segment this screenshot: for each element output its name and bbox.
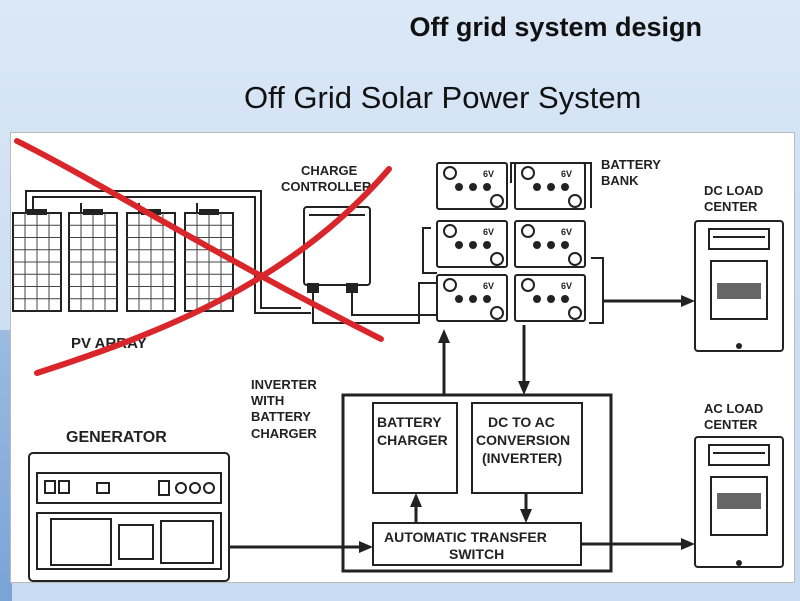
battery-voltage-label: 6V (483, 227, 494, 237)
battery-bank-label-1: BATTERY (601, 157, 661, 172)
dc-to-ac-label-1: DC TO AC (488, 414, 555, 430)
battery-charger-label-2: CHARGER (377, 432, 448, 448)
battery-charger-label-1: BATTERY (377, 414, 442, 430)
inverter-label-1: INVERTER (251, 377, 317, 392)
page-title: Off grid system design (409, 12, 702, 42)
dc-load-center-label-2: CENTER (704, 199, 758, 214)
battery-voltage-label: 6V (561, 169, 572, 179)
generator: GENERATOR (28, 429, 373, 582)
solar-system-diagram: PV ARRAY CHARGE CONTROLLER BATTERY BANK … (12, 138, 784, 582)
pv-array: PV ARRAY (12, 190, 311, 352)
battery-voltage-label: 6V (483, 169, 494, 179)
dc-to-ac-label-2: CONVERSION (476, 432, 570, 448)
battery-voltage-label: 6V (561, 227, 572, 237)
battery-voltage-label: 6V (483, 281, 494, 291)
pv-panel (12, 209, 62, 312)
pv-panel (184, 209, 234, 312)
battery-bank-label-2: BANK (601, 173, 639, 188)
cross-out-mark (14, 138, 392, 376)
diagram-subtitle: Off Grid Solar Power System (244, 80, 642, 115)
battery-voltage-label: 6V (561, 281, 572, 291)
transfer-switch-label-1: AUTOMATIC TRANSFER (384, 529, 547, 545)
background-accent (0, 330, 12, 601)
pv-panel (126, 209, 176, 312)
dc-load-center-label-1: DC LOAD (704, 183, 763, 198)
battery: 6V (514, 220, 586, 268)
charge-controller: CHARGE CONTROLLER (281, 163, 437, 324)
dc-load-center: DC LOAD CENTER (603, 183, 784, 352)
battery-bank: BATTERY BANK 6V 6V 6V 6V 6V 6V (422, 157, 661, 324)
charge-controller-label-2: CONTROLLER (281, 179, 372, 194)
diagram-panel: PV ARRAY CHARGE CONTROLLER BATTERY BANK … (10, 132, 795, 583)
battery: 6V (514, 274, 586, 322)
battery: 6V (436, 220, 508, 268)
ac-load-center: AC LOAD CENTER (581, 401, 784, 568)
inverter-label-4: CHARGER (251, 426, 317, 441)
ac-load-center-label-2: CENTER (704, 417, 758, 432)
dc-to-ac-label-3: (INVERTER) (482, 450, 562, 466)
battery: 6V (514, 162, 586, 210)
ac-load-center-label-1: AC LOAD (704, 401, 763, 416)
pv-panel (68, 209, 118, 312)
battery: 6V (436, 274, 508, 322)
charge-controller-label-1: CHARGE (301, 163, 358, 178)
inverter-label-2: WITH (251, 393, 284, 408)
inverter-system: INVERTER WITH BATTERY CHARGER BATTERY CH… (251, 325, 613, 573)
generator-label: GENERATOR (66, 429, 167, 446)
transfer-switch-label-2: SWITCH (449, 546, 504, 562)
battery: 6V (436, 162, 508, 210)
inverter-label-3: BATTERY (251, 409, 311, 424)
